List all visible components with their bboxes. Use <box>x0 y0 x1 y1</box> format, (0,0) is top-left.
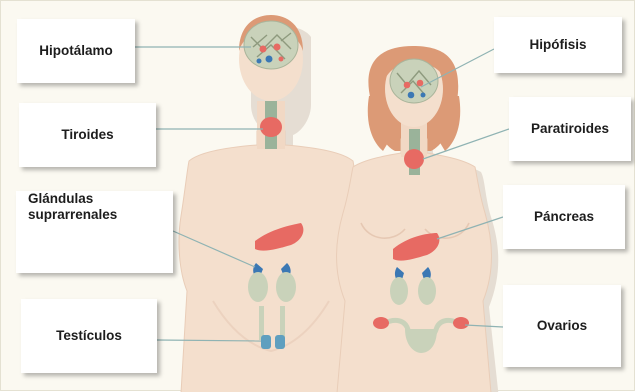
label-text-line2: suprarrenales <box>28 207 117 223</box>
label-text: Hipotálamo <box>39 43 113 59</box>
label-text: Testículos <box>56 328 122 344</box>
label-tiroides: Tiroides <box>19 103 156 167</box>
label-hipotalamo: Hipotálamo <box>17 19 135 83</box>
label-text: Páncreas <box>534 209 594 225</box>
label-pancreas: Páncreas <box>503 185 625 249</box>
male-figure <box>179 15 365 392</box>
label-text-line1: Glándulas <box>28 191 93 207</box>
label-paratiroides: Paratiroides <box>509 97 631 161</box>
label-glandulas-suprarrenales: Glándulas suprarrenales <box>16 191 173 273</box>
label-text: Paratiroides <box>531 121 609 137</box>
female-brain <box>390 59 438 103</box>
label-text: Ovarios <box>537 318 587 334</box>
male-brain <box>244 21 298 69</box>
label-testiculos: Testículos <box>21 299 157 373</box>
label-text: Tiroides <box>61 127 113 143</box>
label-text: Hipófisis <box>529 37 586 53</box>
label-ovarios: Ovarios <box>503 285 621 367</box>
label-hipofisis: Hipófisis <box>494 17 622 73</box>
